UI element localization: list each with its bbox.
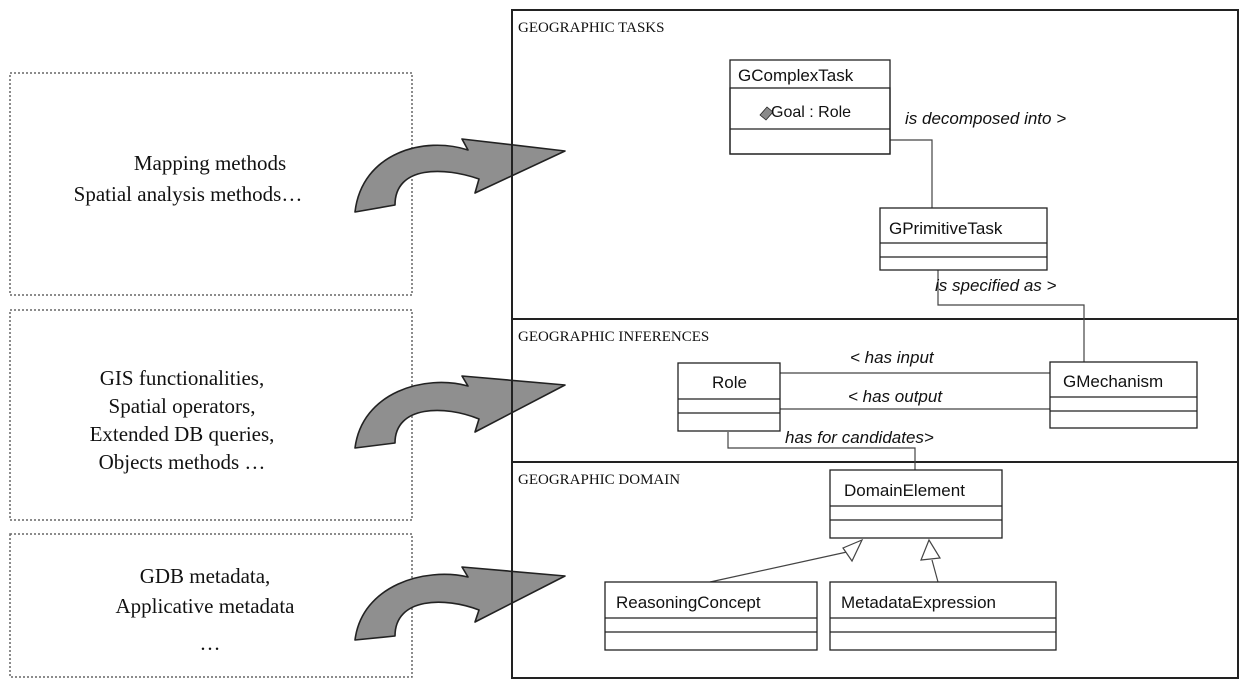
source-box-metadata-line-3: … [200,631,221,655]
source-box-metadata-line-1: GDB metadata, [140,564,271,588]
class-gmechanism: GMechanism [1049,361,1198,429]
layer-title-domain: GEOGRAPHIC DOMAIN [518,472,680,488]
source-box-metadata-line-2: Applicative metadata [115,594,295,618]
layer-title-inferences: GEOGRAPHIC INFERENCES [518,329,709,345]
association-lines [727,139,1085,470]
source-box-gis-line-4: Objects methods … [99,450,266,474]
attribute-icon [759,106,774,121]
source-box-gis-functionalities: GIS functionalities, Spatial operators, … [9,309,413,521]
association-label-candidates: has for candidates> [785,428,934,447]
svg-text:Mapping methods: Mapping methods [134,151,286,175]
mapping-arrow-icon [354,375,566,449]
association-label-has-output: < has output [848,387,943,406]
class-name: GMechanism [1063,372,1163,391]
class-domainelement: DomainElement [829,469,1003,539]
class-name: GComplexTask [738,66,854,85]
class-gcomplextask: GComplexTask Goal : Role [729,59,891,155]
mapping-arrow-icon [354,566,566,641]
source-box-metadata: GDB metadata, Applicative metadata … [9,533,413,678]
association-label-decomposed: is decomposed into > [905,109,1066,128]
source-box-methods: Mapping methods Spatial analysis methods… [9,72,413,296]
source-box-gis-line-1: GIS functionalities, [100,366,264,390]
source-box-methods-line-1: Mapping methods [134,151,286,175]
source-box-gis-line-2: Spatial operators, [109,394,256,418]
generalization-arrow-icon [709,538,864,583]
class-reasoningconcept: ReasoningConcept [604,581,818,651]
layers-frame [511,9,1239,679]
class-name: Role [712,373,747,392]
class-gprimitivetask: GPrimitiveTask [879,207,1048,271]
source-box-gis-line-3: Extended DB queries, [90,422,275,446]
svg-text:…: … [200,631,221,655]
class-name: DomainElement [844,481,965,500]
source-box-methods-line-2: Spatial analysis methods… [74,182,303,206]
svg-text:Spatial analysis methods…: Spatial analysis methods… [74,182,303,206]
association-label-specified: is specified as > [935,276,1056,295]
class-name: ReasoningConcept [616,593,761,612]
mapping-arrow-icon [354,138,566,213]
generalization-arrow-icon [920,538,942,583]
class-metadataexpression: MetadataExpression [829,581,1057,651]
svg-text:GIS functionalities,: GIS functionalities, [100,366,264,390]
svg-text:Applicative metadata: Applicative metadata [115,594,295,618]
class-role: Role [677,362,781,432]
svg-text:Extended DB queries,: Extended DB queries, [90,422,275,446]
association-label-has-input: < has input [850,348,935,367]
svg-text:Objects methods …: Objects methods … [99,450,266,474]
svg-text:Spatial operators,: Spatial operators, [109,394,256,418]
svg-text:GDB metadata,: GDB metadata, [140,564,271,588]
class-attribute: Goal : Role [771,104,851,121]
layer-title-tasks: GEOGRAPHIC TASKS [518,20,664,36]
class-name: GPrimitiveTask [889,219,1003,238]
class-name: MetadataExpression [841,593,996,612]
